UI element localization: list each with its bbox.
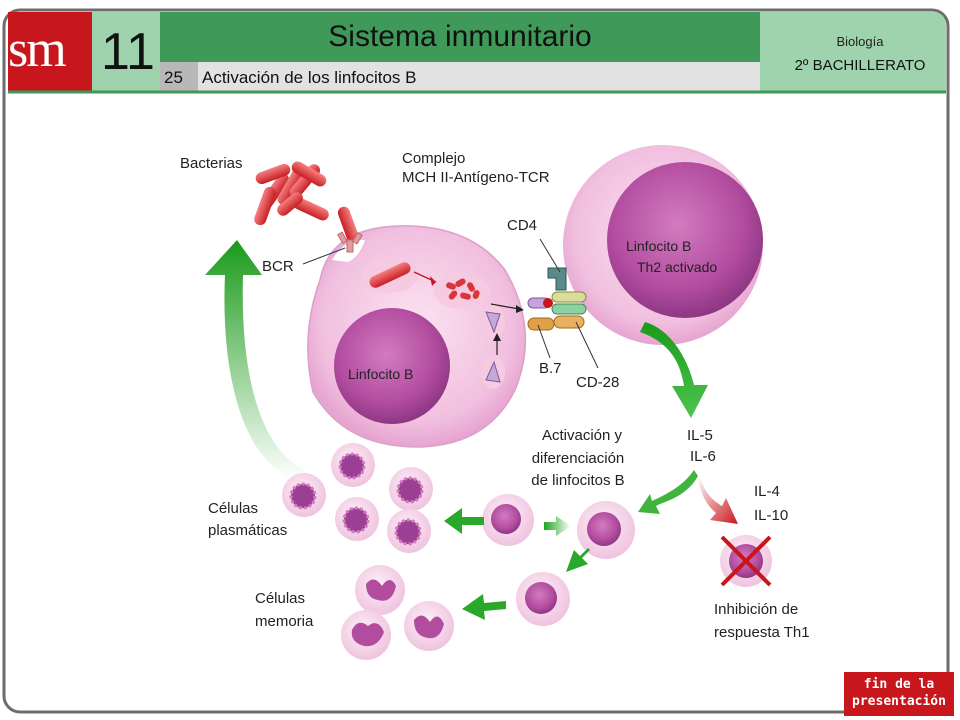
mhc-vesicle-lower xyxy=(481,355,505,389)
label-linfocito-b: Linfocito B xyxy=(348,366,414,382)
course-label: 2º BACHILLERATO xyxy=(794,57,926,74)
page-title: Sistema inmunitario xyxy=(328,20,592,53)
recirculation-arrow xyxy=(205,240,305,480)
internalized-bacterium xyxy=(362,257,418,293)
label-cd4: CD4 xyxy=(507,217,538,234)
bacteria-cluster xyxy=(254,161,359,242)
th2-cell xyxy=(563,145,763,345)
label-activacion-2: diferenciación xyxy=(531,450,625,467)
label-il10: IL-10 xyxy=(754,507,789,524)
synapse-molecules xyxy=(527,267,587,331)
slide-subtitle: Activación de los linfocitos B xyxy=(202,68,417,87)
label-memoria-2: memoria xyxy=(255,613,314,630)
label-th2-line1: Linfocito B xyxy=(626,238,692,254)
subject-label: Biología xyxy=(836,34,884,49)
label-activacion-1: Activación y xyxy=(541,427,623,444)
subtitle-bg xyxy=(198,62,760,92)
differentiating-b-cell-bottom xyxy=(516,572,570,626)
label-inhibicion-1: Inhibición de xyxy=(714,601,799,618)
label-il4: IL-4 xyxy=(754,483,780,500)
label-activacion-3: de linfocitos B xyxy=(531,472,625,489)
differentiating-b-cell-right xyxy=(577,501,635,559)
logo-box xyxy=(8,12,92,92)
b7-molecule xyxy=(527,317,555,331)
unit-number: 11 xyxy=(101,23,155,81)
label-il5: IL-5 xyxy=(687,427,713,444)
label-b7: B.7 xyxy=(539,360,562,377)
end-presentation-button[interactable]: fin de la presentación xyxy=(844,672,954,716)
mhc-vesicle-upper xyxy=(481,305,505,339)
label-complejo-1: Complejo xyxy=(402,150,466,167)
th2-nucleus xyxy=(607,162,763,318)
th2-to-il5-arrow xyxy=(640,322,708,418)
cd28-molecule xyxy=(553,315,585,329)
inhibited-th1-cell xyxy=(720,535,772,587)
small-differentiation-arrows xyxy=(444,508,590,620)
digested-antigen-vesicle xyxy=(434,273,490,309)
title-bar xyxy=(160,12,760,62)
publisher-logo: sm xyxy=(8,21,67,78)
inhibition-arrow xyxy=(698,476,738,524)
end-button-line2: presentación xyxy=(852,694,946,709)
antigen-peptide xyxy=(543,298,553,308)
il-to-differentiation-arrow xyxy=(638,470,698,514)
memory-cells xyxy=(341,565,454,660)
unit-number-box xyxy=(92,12,160,92)
differentiating-b-cell-left xyxy=(482,494,534,546)
label-plasmaticas-1: Células xyxy=(208,500,259,517)
label-bcr: BCR xyxy=(262,258,294,275)
bcr-receptor xyxy=(337,231,363,253)
label-bacterias: Bacterias xyxy=(180,155,243,172)
label-il6: IL-6 xyxy=(690,448,716,465)
label-inhibicion-2: respuesta Th1 xyxy=(714,624,810,641)
label-complejo-2: MCH II-Antígeno-TCR xyxy=(402,169,550,186)
slide-number: 25 xyxy=(164,68,183,87)
label-th2-line2: Th2 activado xyxy=(637,259,718,275)
cd4-molecule xyxy=(547,267,567,291)
label-cd28: CD-28 xyxy=(576,374,620,391)
label-memoria-1: Células xyxy=(255,590,306,607)
end-button-line1: fin de la xyxy=(863,677,935,692)
label-plasmaticas-2: plasmáticas xyxy=(208,522,288,539)
course-box xyxy=(760,12,946,92)
header-bar xyxy=(8,12,946,94)
b-lymphocyte-nucleus xyxy=(334,308,450,424)
slide-number-box xyxy=(160,62,198,92)
plasma-cells xyxy=(282,443,433,553)
